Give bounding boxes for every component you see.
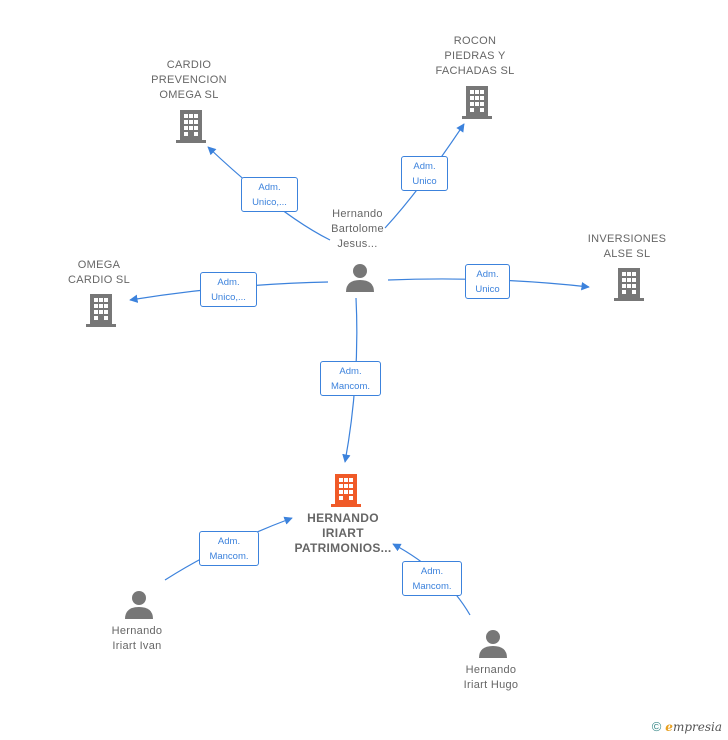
edge-label-omega[interactable]: Adm. Unico,... (200, 272, 257, 307)
edge-label-cardio[interactable]: Adm. Unico,... (241, 177, 298, 212)
person-icon[interactable] (124, 589, 154, 619)
building-icon[interactable] (462, 84, 492, 120)
edge-label-rocon[interactable]: Adm. Unico (401, 156, 448, 191)
building-icon[interactable] (176, 108, 206, 144)
edge-label-main[interactable]: Adm. Mancom. (320, 361, 381, 396)
building-icon[interactable] (86, 292, 116, 328)
person-icon[interactable] (478, 628, 508, 658)
hugo-person-label[interactable]: Hernando Iriart Hugo (463, 664, 519, 691)
brand-initial: e (665, 719, 673, 734)
edge-label-hugo[interactable]: Adm. Mancom. (402, 561, 462, 596)
person-icon[interactable] (345, 262, 375, 292)
building-icon[interactable] (614, 266, 644, 302)
center-person-label[interactable]: Hernando Bartolome Jesus... (331, 208, 384, 250)
footer-brand: © empresia (652, 719, 722, 734)
brand-name: mpresia (672, 719, 722, 734)
rocon-company-label[interactable]: ROCON PIEDRAS Y FACHADAS SL (435, 35, 515, 77)
copyright-icon: © (651, 719, 662, 734)
edge-label-inversiones[interactable]: Adm. Unico (465, 264, 510, 299)
main-company-label[interactable]: HERNANDO IRIART PATRIMONIOS... (294, 511, 392, 555)
ivan-person-label[interactable]: Hernando Iriart Ivan (111, 625, 163, 652)
omega-company-label[interactable]: OMEGA CARDIO SL (68, 259, 130, 286)
brand-logo[interactable]: empresia (665, 720, 722, 734)
inversiones-company-label[interactable]: INVERSIONES ALSE SL (587, 233, 667, 260)
edge-label-ivan[interactable]: Adm. Mancom. (199, 531, 259, 566)
main-company-building-icon[interactable] (331, 472, 361, 508)
cardio-company-label[interactable]: CARDIO PREVENCION OMEGA SL (151, 59, 227, 101)
